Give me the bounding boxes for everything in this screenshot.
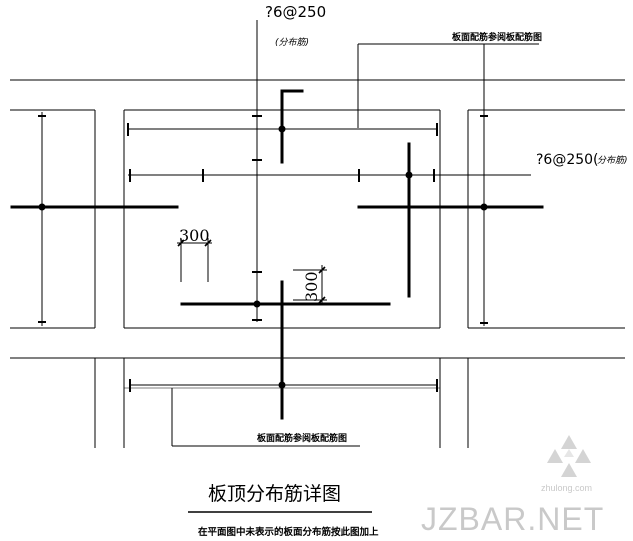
dimension-horizontal-label: 300: [179, 226, 210, 245]
watermark-small-text: zhulong.com: [541, 483, 592, 493]
main-bars: [10, 89, 544, 420]
dimension-horizontal: [177, 238, 212, 282]
dimension-vertical: [293, 265, 327, 304]
bottom-callout-text: 板面配筋参阅板配筋图: [257, 432, 347, 444]
top-rebar-label: ?6@250: [265, 3, 326, 21]
right-rebar-note: 分布筋): [597, 155, 628, 166]
top-callout-text: 板面配筋参阅板配筋图: [452, 31, 542, 43]
intersection-dots: [38, 125, 488, 389]
page-subtitle: 在平面图中未表示的板面分布筋按此图加上: [198, 526, 379, 538]
beam-outlines: [10, 79, 625, 448]
dimension-vertical-label: 300: [302, 271, 321, 302]
distribution-bars: [38, 20, 539, 447]
top-rebar-note: (分布筋): [275, 37, 309, 48]
watermark-brand-text: JZBAR.NET: [421, 501, 604, 537]
page-title: 板顶分布筋详图: [208, 483, 341, 505]
watermark-logo-icon: [547, 435, 591, 477]
right-rebar-label: ?6@250(: [536, 152, 599, 168]
